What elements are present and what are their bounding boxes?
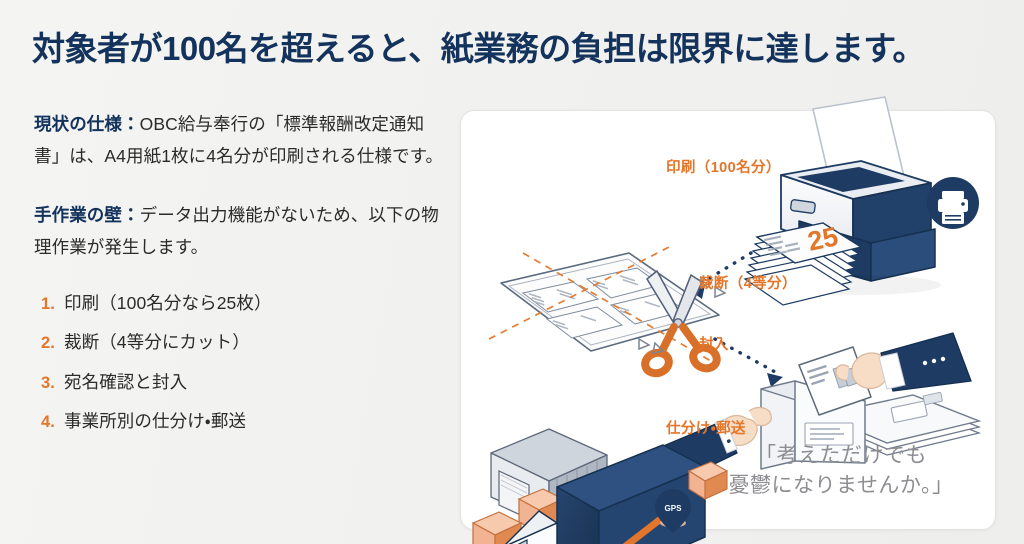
closing-quote: 「考えただけでも 憂鬱になりませんか。」 bbox=[697, 441, 985, 501]
hand-right bbox=[835, 332, 972, 392]
illustration-card: 25 bbox=[460, 96, 996, 544]
printer-badge-icon bbox=[927, 177, 979, 229]
paragraph-manual-wall: 手作業の壁：データ出力機能がないため、以下の物理作業が発生します。 bbox=[34, 199, 444, 264]
paragraph-current-spec-lead: 現状の仕様： bbox=[34, 114, 140, 134]
paragraph-current-spec: 現状の仕様：OBC給与奉行の「標準報酬改定通知書」は、A4用紙1枚に4名分が印刷… bbox=[34, 108, 444, 173]
list-item: 4. 事業所別の仕分け・郵送 bbox=[34, 408, 444, 436]
label-seal: 封入 bbox=[699, 337, 729, 353]
cut-guide-lines bbox=[488, 244, 712, 362]
list-item-number: 4. bbox=[41, 413, 55, 432]
printer-illustration bbox=[780, 96, 941, 295]
list-item-number: 1. bbox=[41, 294, 55, 313]
list-item-label: 裁断（4等分にカット） bbox=[64, 332, 250, 353]
list-item-label: 印刷（100名分なら25枚） bbox=[64, 292, 272, 313]
label-cut: 裁断（4等分） bbox=[699, 276, 797, 292]
manual-steps-list: 1. 印刷（100名分なら25枚） 2. 裁断（4等分にカット） 3. 宛名確認… bbox=[34, 290, 444, 436]
left-text-column: 現状の仕様：OBC給与奉行の「標準報酬改定通知書」は、A4用紙1枚に4名分が印刷… bbox=[34, 108, 444, 448]
page-title: 対象者が100名を超えると、紙業務の負担は限界に達します。 bbox=[32, 30, 925, 67]
illustration-canvas: 25 bbox=[461, 96, 995, 544]
label-print: 印刷（100名分） bbox=[666, 160, 781, 176]
gps-pin-icon: GPS bbox=[655, 489, 691, 533]
a4-sheet-cutting bbox=[488, 244, 720, 362]
printed-paper-stack: 25 bbox=[743, 221, 863, 306]
list-item-number: 3. bbox=[41, 373, 55, 392]
list-item-label: 事業所別の仕分け・郵送 bbox=[64, 411, 247, 432]
list-item-label: 宛名確認と封入 bbox=[64, 371, 188, 392]
arrow-cut-to-seal bbox=[713, 337, 783, 387]
gps-pin-label: GPS bbox=[665, 504, 683, 513]
paper-stack-count: 25 bbox=[805, 221, 841, 257]
hand-left bbox=[660, 406, 772, 484]
label-sort: 仕分け・郵送 bbox=[666, 421, 746, 437]
closing-quote-line-2: 憂鬱になりませんか。」 bbox=[728, 473, 954, 497]
paragraph-current-spec-body: OBC給与奉行の「標準報酬改定通知書」は、A4用紙1枚に4名分が印刷される仕様で… bbox=[34, 114, 444, 167]
paragraph-manual-wall-lead: 手作業の壁： bbox=[34, 204, 140, 225]
workflow-illustration: 25 bbox=[461, 71, 997, 544]
list-item: 1. 印刷（100名分なら25枚） bbox=[34, 290, 444, 318]
paragraph-manual-wall-body: データ出力機能がないため、以下の物理作業が発生します。 bbox=[34, 204, 439, 258]
list-item-number: 2. bbox=[41, 334, 55, 353]
envelope-stuffing-illustration bbox=[660, 332, 982, 484]
list-item: 3. 宛名確認と封入 bbox=[34, 369, 444, 397]
scissors-icon bbox=[638, 270, 727, 378]
list-item: 2. 裁断（4等分にカット） bbox=[34, 329, 444, 357]
closing-quote-line-1: 「考えただけでも bbox=[755, 444, 927, 467]
